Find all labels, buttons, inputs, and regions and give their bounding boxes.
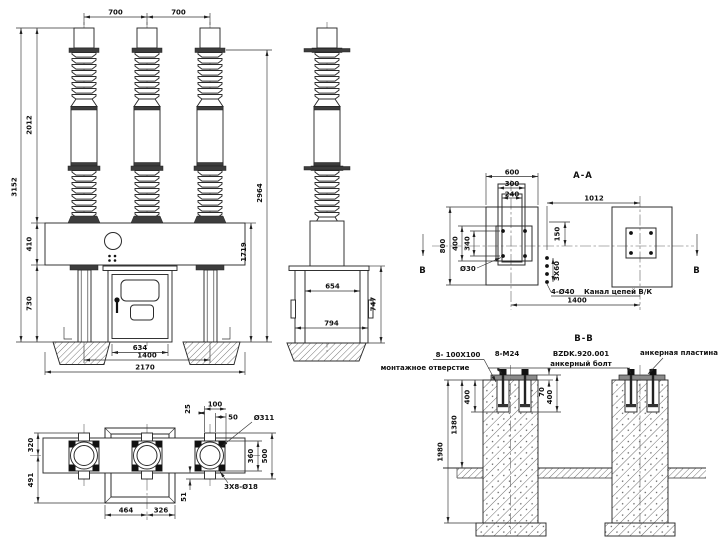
dim-2170: 2170 bbox=[135, 364, 155, 372]
pier-plan-right bbox=[611, 206, 673, 288]
dim-phi311: Ø311 bbox=[254, 414, 275, 422]
door-window bbox=[120, 279, 160, 302]
flange-left bbox=[68, 432, 100, 480]
dim-3152: 3152 bbox=[11, 177, 19, 197]
front-dimensions: 700 700 3152 2012 410 730 2964 1719 634 bbox=[11, 9, 272, 375]
pole-center bbox=[131, 28, 163, 222]
dim-51: 51 bbox=[180, 492, 188, 502]
marker-b-left: B bbox=[419, 266, 426, 276]
anchor-plate-left bbox=[490, 374, 538, 381]
dim-730: 730 bbox=[26, 296, 34, 311]
aa-dimensions: 600 300 240 800 400 340 1012 150 3X60 bbox=[439, 169, 652, 307]
note-mounting-hole: монтажное отверстие bbox=[381, 364, 470, 372]
foundation-block-right bbox=[182, 341, 241, 365]
side-dimensions: 654 794 747 bbox=[295, 265, 385, 344]
dim-150: 150 bbox=[554, 227, 562, 242]
dim-25: 25 bbox=[184, 404, 192, 414]
plan-view: 320 491 100 50 25 Ø311 360 500 51 3X bbox=[27, 401, 276, 520]
dim-1400-aa: 1400 bbox=[567, 297, 587, 305]
flange-center bbox=[131, 432, 163, 480]
dim-360: 360 bbox=[247, 449, 255, 464]
dim-400-right: 400 bbox=[546, 390, 554, 405]
front-view: 700 700 3152 2012 410 730 2964 1719 634 bbox=[11, 9, 272, 375]
section-bb: B-B bbox=[381, 334, 718, 537]
dim-50: 50 bbox=[228, 414, 238, 422]
note-anchor-plate: анкерная пластина bbox=[640, 349, 718, 357]
dim-2964: 2964 bbox=[256, 183, 264, 203]
note-3x8-phi18: 3X8-Ø18 bbox=[224, 483, 258, 491]
bb-dimensions: 400 1380 1980 70 400 bbox=[437, 368, 561, 524]
plan-dimensions: 320 491 100 50 25 Ø311 360 500 51 3X bbox=[27, 401, 276, 519]
anchor-plate-right bbox=[618, 374, 666, 381]
note-circuit-channel: Канал цепей В/К bbox=[584, 288, 652, 296]
note-anchor-bolt: анкерный болт bbox=[550, 360, 612, 368]
pole-side bbox=[311, 28, 343, 222]
dim-747: 747 bbox=[370, 297, 378, 312]
side-box bbox=[294, 270, 369, 344]
dim-800: 800 bbox=[439, 239, 447, 254]
dim-634: 634 bbox=[133, 344, 148, 352]
section-b-markers: B B bbox=[419, 234, 700, 276]
dim-100: 100 bbox=[208, 401, 223, 409]
bolt-group-right bbox=[625, 227, 657, 259]
dim-1012: 1012 bbox=[584, 195, 604, 203]
dim-600: 600 bbox=[505, 169, 520, 177]
dim-400-left: 400 bbox=[464, 390, 472, 405]
dim-400-aa: 400 bbox=[452, 236, 460, 251]
dim-3x60: 3X60 bbox=[553, 261, 561, 281]
footing-right bbox=[604, 522, 676, 537]
foundation-block-left bbox=[52, 341, 111, 365]
dim-1380: 1380 bbox=[451, 415, 459, 435]
dim-700-right: 700 bbox=[171, 9, 186, 17]
note-8-100x100: 8- 100X100 bbox=[436, 351, 481, 359]
section-aa-title: A-A bbox=[573, 171, 593, 181]
mechanism-cabinet bbox=[102, 265, 178, 343]
dim-70: 70 bbox=[538, 387, 546, 397]
dim-320: 320 bbox=[27, 438, 35, 453]
dim-491: 491 bbox=[27, 473, 35, 488]
note-4-phi40: 4-Ø40 bbox=[551, 288, 575, 296]
dim-464: 464 bbox=[119, 507, 134, 515]
pole-left bbox=[68, 28, 100, 222]
section-bb-title: B-B bbox=[574, 334, 594, 344]
dim-2012: 2012 bbox=[26, 115, 34, 135]
dim-300: 300 bbox=[505, 180, 520, 188]
ground-side bbox=[286, 342, 367, 362]
footing-left bbox=[475, 522, 547, 537]
dim-326: 326 bbox=[154, 507, 169, 515]
dim-340: 340 bbox=[464, 236, 472, 251]
ground bbox=[443, 467, 706, 479]
dim-1400: 1400 bbox=[137, 352, 157, 360]
dim-700-left: 700 bbox=[108, 9, 123, 17]
dim-1719: 1719 bbox=[240, 242, 248, 262]
dim-phi30: Ø30 bbox=[460, 265, 476, 273]
pole-right bbox=[194, 28, 226, 222]
dim-794: 794 bbox=[324, 320, 339, 328]
marker-b-right: B bbox=[693, 266, 700, 276]
dim-654: 654 bbox=[325, 283, 340, 291]
bolt-group-left bbox=[495, 225, 533, 262]
cabinet-door bbox=[111, 274, 169, 339]
tank-port bbox=[104, 232, 122, 250]
dim-410: 410 bbox=[26, 237, 34, 252]
note-bzdk: BZDK.920.001 bbox=[553, 350, 609, 358]
tank bbox=[44, 222, 246, 266]
dim-500: 500 bbox=[261, 449, 269, 464]
dim-240: 240 bbox=[505, 191, 520, 199]
section-aa: A-A 600 300 240 800 400 bbox=[419, 169, 700, 310]
dim-1980: 1980 bbox=[437, 442, 445, 462]
side-view: 654 794 747 bbox=[286, 22, 385, 362]
bb-labels: 8- 100X100 монтажное отверстие 8-M24 BZD… bbox=[381, 349, 718, 383]
note-8-m24: 8-M24 bbox=[495, 350, 520, 358]
pier-plan-left bbox=[485, 206, 539, 286]
